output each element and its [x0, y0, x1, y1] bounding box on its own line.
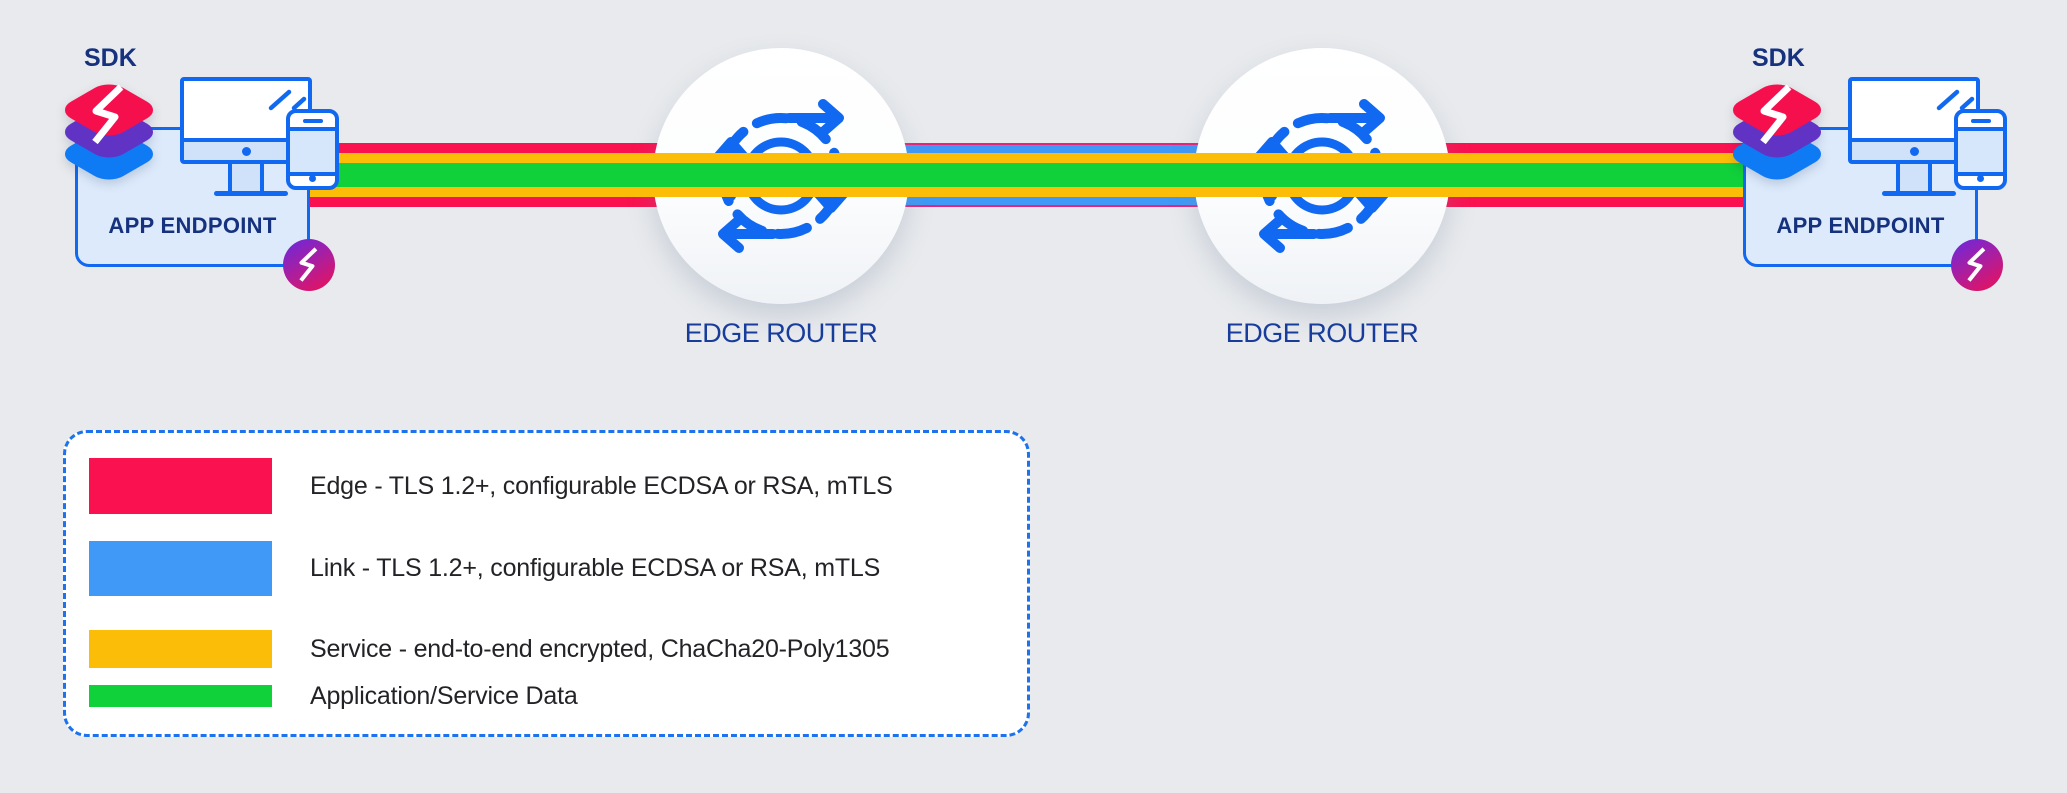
sdk-label: SDK — [1752, 44, 1805, 72]
edge-router-label-right: EDGE ROUTER — [1225, 318, 1419, 348]
legend-row-link: Link - TLS 1.2+, configurable ECDSA or R… — [89, 541, 1007, 596]
shine-marks-icon — [268, 89, 307, 111]
ziti-badge-icon — [1951, 239, 2003, 291]
legend-label-link: Link - TLS 1.2+, configurable ECDSA or R… — [310, 554, 881, 582]
phone-home-button — [309, 175, 316, 182]
legend-box: Edge - TLS 1.2+, configurable ECDSA or R… — [63, 430, 1030, 737]
legend-swatch-service — [89, 630, 272, 668]
shine-marks-icon — [1936, 89, 1975, 111]
monitor-button — [242, 147, 251, 156]
monitor-button — [1910, 147, 1919, 156]
legend-label-edge: Edge - TLS 1.2+, configurable ECDSA or R… — [310, 471, 893, 500]
monitor-base — [214, 191, 288, 196]
app-endpoint-right: SDK AP — [1724, 0, 2067, 300]
legend-swatch-data — [89, 685, 272, 707]
phone-speaker — [1970, 119, 1991, 123]
sdk-stack-icon — [1724, 78, 1830, 190]
sdk-label: SDK — [84, 44, 137, 72]
mobile-phone-icon — [1954, 109, 2007, 190]
monitor-stand — [228, 164, 264, 191]
app-endpoint-left: SDK AP — [56, 0, 403, 300]
service-stripe-bottom — [300, 187, 1746, 197]
app-endpoint-label: APP ENDPOINT — [108, 213, 277, 238]
link-stripe-bottom — [845, 197, 1260, 205]
edge-router-label-left: EDGE ROUTER — [684, 318, 878, 348]
phone-speaker — [302, 119, 323, 123]
phone-home-button — [1977, 175, 1984, 182]
phone-screen — [290, 127, 335, 176]
legend-swatch-link — [89, 541, 272, 596]
legend-row-edge: Edge - TLS 1.2+, configurable ECDSA or R… — [89, 458, 1007, 514]
monitor-stand — [1896, 164, 1932, 191]
edge-stripe-right-top — [1385, 143, 1746, 153]
monitor-bezel — [184, 138, 308, 160]
edge-stripe-left-top — [300, 143, 720, 153]
app-endpoint-label: APP ENDPOINT — [1776, 213, 1945, 238]
application-data-stripe — [300, 163, 1746, 187]
legend-label-data: Application/Service Data — [310, 681, 578, 710]
lightning-bolt-icon — [92, 84, 124, 145]
lightning-bolt-icon — [1760, 84, 1792, 145]
edge-stripe-right-bottom — [1385, 197, 1746, 207]
edge-stripe-left-bottom — [300, 197, 720, 207]
ziti-badge-icon — [283, 239, 335, 291]
lightning-bolt-icon — [299, 247, 318, 282]
lightning-bolt-icon — [1967, 247, 1986, 282]
legend-swatch-edge — [89, 458, 272, 514]
monitor-base — [1882, 191, 1956, 196]
legend-label-service: Service - end-to-end encrypted, ChaCha20… — [310, 634, 890, 663]
legend-row-data: Application/Service Data — [89, 682, 1007, 710]
mobile-phone-icon — [286, 109, 339, 190]
edge-hairline-middle-bottom — [845, 205, 1260, 207]
sdk-stack-icon — [56, 78, 162, 190]
phone-screen — [1958, 127, 2003, 176]
edge-hairline-middle-top — [845, 143, 1260, 145]
legend-row-service: Service - end-to-end encrypted, ChaCha20… — [89, 630, 1007, 668]
monitor-bezel — [1852, 138, 1976, 160]
service-stripe-top — [300, 153, 1746, 163]
link-stripe-top — [845, 145, 1260, 153]
